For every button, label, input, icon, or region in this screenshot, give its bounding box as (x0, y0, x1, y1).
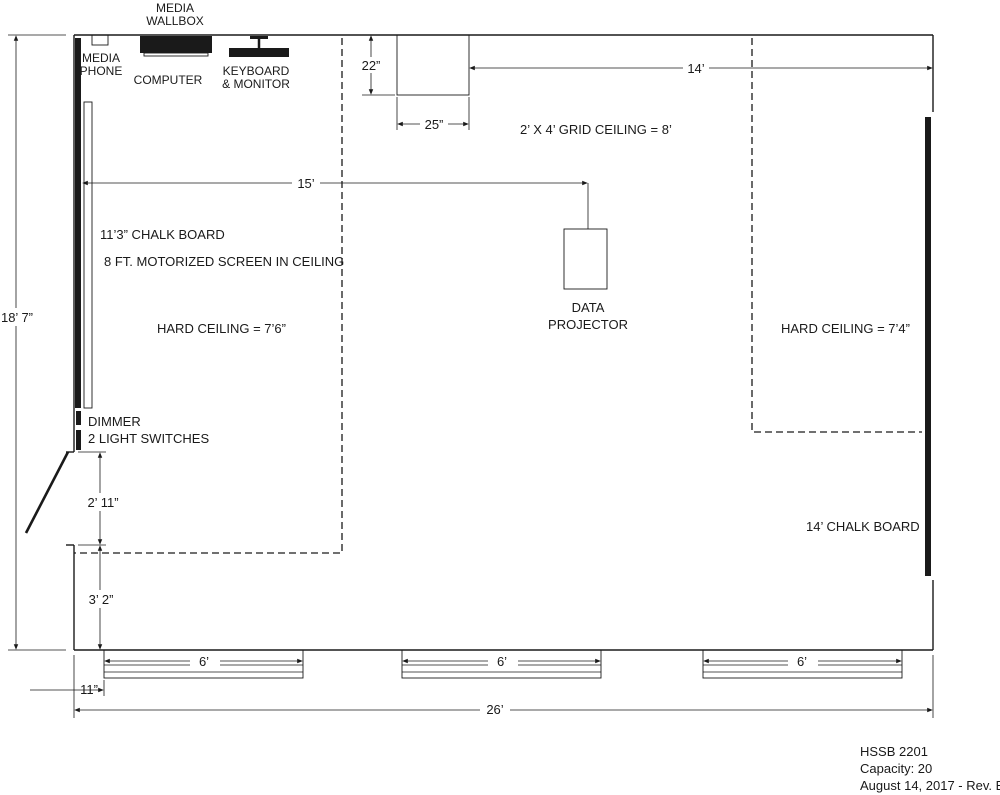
room-depth-dimension: 18’ 7” (1, 310, 33, 325)
hard-ceiling-left-boundary (74, 38, 343, 554)
keyboard-label-1: KEYBOARD (223, 64, 290, 78)
box-width-dimension: 25” (425, 117, 444, 132)
revision-label: August 14, 2017 - Rev. B (860, 778, 1000, 793)
projector-distance-dimension: 15’ (297, 176, 314, 191)
hard-ceiling-right-boundary (751, 38, 922, 433)
room-width-dimension: 26’ (486, 702, 503, 717)
window-2-dimension: 6’ (497, 654, 507, 669)
motorized-screen (83, 101, 93, 409)
room-walls (66, 34, 934, 651)
keyboard-monitor-icon (229, 48, 289, 57)
left-chalk-board (75, 38, 81, 408)
ceiling-box (396, 34, 470, 96)
door-leaf (24, 451, 70, 534)
door-to-wall-dimension: 3’ 2” (89, 592, 114, 607)
data-projector-label-2: PROJECTOR (548, 317, 628, 332)
data-projector-label-1: DATA (572, 300, 605, 315)
hard-ceiling-right-label: HARD CEILING = 7’4” (781, 321, 910, 336)
right-chalk-board-label: 14’ CHALK BOARD (806, 519, 920, 534)
grid-ceiling-label: 2’ X 4’ GRID CEILING = 8’ (520, 122, 672, 137)
media-phone-label-2: PHONE (80, 64, 123, 78)
wall-offset-dimension: 11” (80, 682, 98, 697)
media-phone-label-1: MEDIA (82, 51, 120, 65)
door-width-dimension: 2’ 11” (87, 495, 118, 510)
dimension-lines (8, 34, 934, 718)
right-chalk-board (925, 117, 931, 576)
room-number: HSSB 2201 (860, 744, 928, 759)
light-switches-label: 2 LIGHT SWITCHES (88, 431, 209, 446)
dimmer-switch (76, 411, 81, 425)
data-projector-icon (563, 228, 608, 290)
box-to-wall-dimension: 14’ (687, 61, 704, 76)
box-height-dimension: 22” (362, 58, 381, 73)
light-switches (76, 430, 81, 450)
dimmer-label: DIMMER (88, 414, 141, 429)
computer-icon (140, 36, 212, 53)
window-1-dimension: 6’ (199, 654, 209, 669)
computer-label: COMPUTER (134, 73, 203, 87)
window-3-dimension: 6’ (797, 654, 807, 669)
media-wallbox-label-2: WALLBOX (146, 14, 204, 28)
capacity-label: Capacity: 20 (860, 761, 932, 776)
hard-ceiling-left-label: HARD CEILING = 7’6” (157, 321, 286, 336)
media-phone-box (91, 34, 109, 46)
media-wallbox-label-1: MEDIA (156, 1, 194, 15)
motorized-screen-label: 8 FT. MOTORIZED SCREEN IN CEILING (104, 254, 344, 269)
left-chalk-board-label: 11’3” CHALK BOARD (100, 227, 225, 242)
keyboard-label-2: & MONITOR (222, 77, 290, 91)
